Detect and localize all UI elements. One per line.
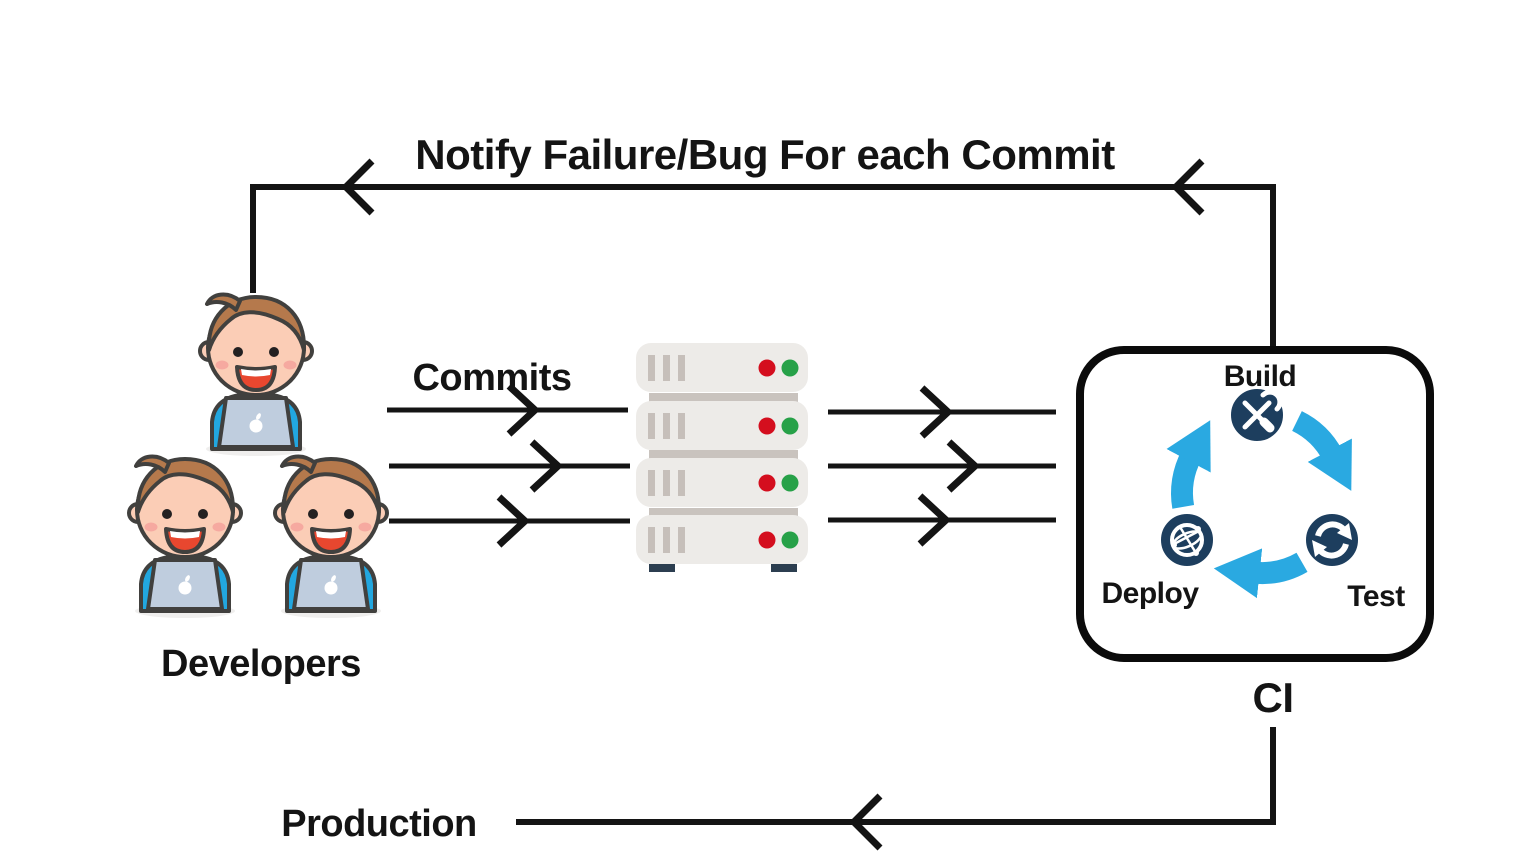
deploy-label: Deploy: [1101, 577, 1199, 610]
developer-1: [198, 292, 314, 458]
globe-network-icon: [1170, 523, 1204, 557]
tools-icon: [1242, 389, 1283, 433]
developer-2: [127, 454, 243, 620]
notify-arrowhead-right: [1171, 158, 1205, 216]
developers-group: [127, 292, 389, 620]
ci-box: Build Deploy Test: [1076, 346, 1434, 662]
build-node: [1227, 385, 1287, 445]
ci-label: CI: [1253, 674, 1294, 721]
server-connector-2: [649, 450, 798, 460]
commit-arrows: [387, 383, 630, 548]
test-label: Test: [1347, 580, 1405, 613]
notify-label: Notify Failure/Bug For each Commit: [415, 131, 1115, 178]
server-1: [636, 343, 808, 392]
developers-label: Developers: [161, 643, 361, 685]
server-foot-right: [771, 564, 797, 572]
server-connector-3: [649, 508, 798, 518]
test-node: [1302, 510, 1362, 570]
server-stack: [636, 343, 808, 572]
server-to-ci-arrows: [828, 385, 1056, 547]
notify-feedback-arrow: [250, 158, 1276, 347]
server-connector-1: [649, 393, 798, 403]
deploy-node: [1157, 510, 1217, 570]
server-4: [636, 515, 808, 564]
production-arrow: [516, 727, 1276, 851]
sync-icon: [1312, 521, 1352, 559]
notify-arrowhead-left: [341, 158, 375, 216]
developer-3: [273, 454, 389, 620]
ci-cycle-ring: [1166, 411, 1352, 599]
production-arrowhead: [849, 793, 883, 851]
server-foot-left: [649, 564, 675, 572]
commits-label: Commits: [412, 357, 571, 399]
production-label: Production: [281, 803, 477, 845]
build-label: Build: [1224, 360, 1297, 393]
server-2: [636, 401, 808, 450]
server-3: [636, 458, 808, 507]
